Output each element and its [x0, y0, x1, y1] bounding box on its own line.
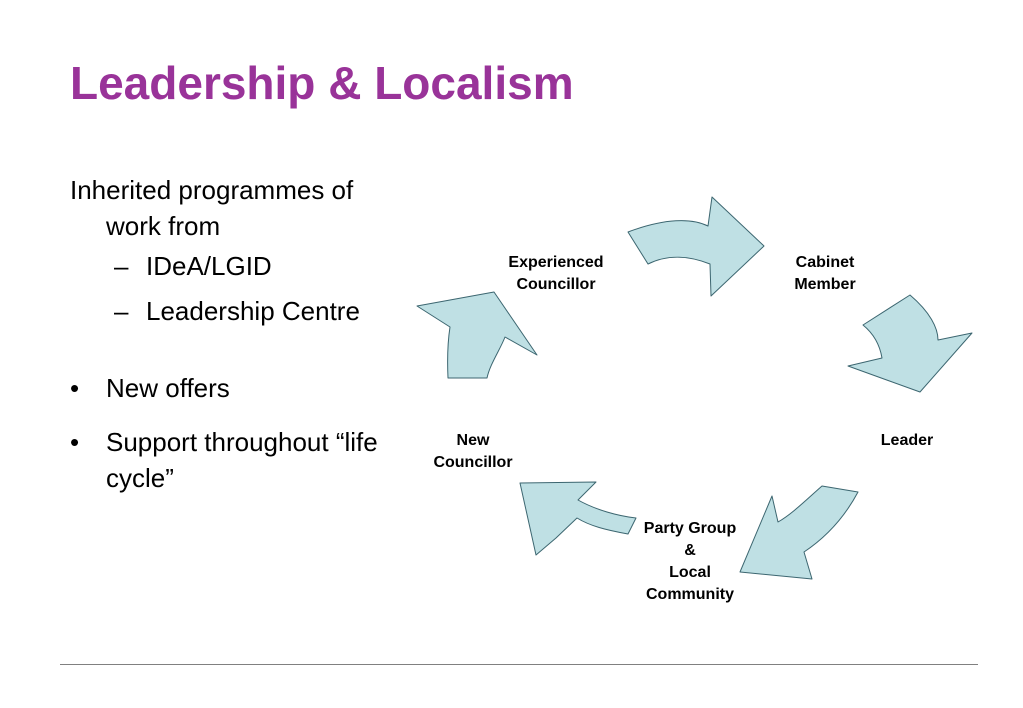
node-leader: Leader [866, 430, 948, 452]
node-label: Councillor [516, 276, 596, 293]
node-label: Councillor [433, 454, 513, 471]
node-label: Cabinet [795, 254, 855, 271]
bullet-label: New offers [106, 373, 230, 403]
bullet-marker: • [70, 427, 80, 457]
cycle-arrows [416, 196, 973, 580]
sub-item-label: Leadership Centre [146, 296, 360, 326]
node-label: Leader [880, 432, 934, 449]
dash-marker: – [114, 296, 129, 326]
node-label: New [456, 432, 490, 449]
dash-marker: – [114, 251, 129, 281]
arrow-party-to-new [519, 481, 637, 556]
node-new-councillor: New Councillor [418, 430, 528, 474]
node-label: Party Group [643, 520, 737, 537]
arrow-experienced-to-cabinet [627, 196, 765, 297]
node-label: Member [794, 276, 856, 293]
arrow-cabinet-to-leader [847, 294, 973, 393]
bullet-support: • Support throughout “life cycle” [70, 424, 450, 496]
bullet-marker: • [70, 373, 80, 403]
bullet-list: Inherited programmes of work from –IDeA/… [70, 172, 450, 496]
bullet-label: Support throughout “life cycle” [106, 427, 378, 493]
arrow-new-to-experienced [416, 291, 538, 379]
sub-item-idea: –IDeA/LGID [70, 244, 450, 289]
sub-item-label: IDeA/LGID [146, 251, 272, 281]
node-party-group-local-community: Party Group & Local Community [628, 518, 752, 606]
bullet-new-offers: • New offers [70, 370, 450, 406]
footer-divider [60, 664, 978, 665]
bullet-intro: Inherited programmes of work from [70, 172, 450, 244]
node-label: Community [646, 586, 734, 603]
bullet-intro-line1: Inherited programmes of [70, 175, 354, 205]
node-label: Experienced [508, 254, 604, 271]
node-label: Local [669, 564, 711, 581]
arrow-leader-to-party [739, 485, 859, 580]
node-label: & [684, 542, 696, 559]
node-cabinet-member: Cabinet Member [770, 252, 880, 296]
slide-title: Leadership & Localism [70, 57, 574, 109]
node-experienced-councillor: Experienced Councillor [493, 252, 619, 296]
bullet-intro-line2: work from [106, 211, 221, 241]
sub-item-leadership-centre: –Leadership Centre [70, 289, 450, 334]
